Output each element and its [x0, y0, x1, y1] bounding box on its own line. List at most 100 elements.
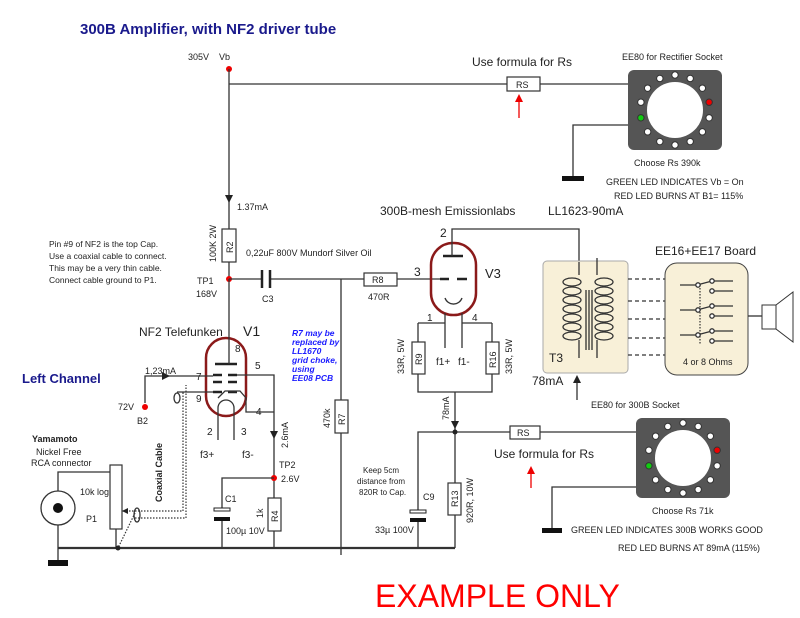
- green-led: [637, 114, 645, 122]
- red-led: [713, 446, 721, 454]
- socket-pin: [679, 489, 687, 497]
- r4-resistor: [267, 497, 282, 532]
- board-title: EE16+EE17 Board: [655, 244, 756, 258]
- pin-note: Pin #9 of NF2 is the top Cap. Use a coaxi…: [49, 239, 167, 285]
- r9-resistor: [411, 341, 426, 375]
- v3-pin-1: 1: [427, 313, 433, 324]
- r7-value: 470k: [322, 408, 332, 428]
- v1-f-plus: f3+: [200, 450, 214, 461]
- b2-testpoint: [142, 404, 148, 410]
- r16-label: R16: [488, 351, 498, 368]
- socket-pin: [698, 84, 707, 92]
- p1-potentiometer: [109, 464, 123, 530]
- r2-value: 100K 2W: [208, 224, 218, 262]
- tube-socket-red: RED LED BURNS AT 89mA (115%): [618, 543, 760, 553]
- socket-pin: [656, 137, 664, 146]
- socket-pin: [664, 485, 672, 494]
- supply-voltage: 305V: [188, 52, 209, 62]
- c9-capacitor: [410, 518, 426, 522]
- r2-current: 1.37mA: [237, 202, 268, 212]
- tube-socket-choose: Choose Rs 71k: [652, 506, 714, 516]
- r8-resistor: [363, 272, 398, 287]
- v1-type: NF2 Telefunken: [139, 325, 223, 339]
- rect-socket-red: RED LED BURNS AT B1= 115%: [614, 191, 743, 201]
- r9-label: R9: [414, 353, 424, 365]
- c1-value: 100µ 10V: [226, 526, 265, 536]
- v1-pin-8: 8: [235, 344, 241, 355]
- bottom-rs-note: Use formula for Rs: [494, 447, 594, 461]
- v3-pin-4: 4: [472, 313, 478, 324]
- socket-pin: [706, 432, 715, 440]
- r16-value: 33R, 5W: [504, 338, 514, 374]
- 300b-socket: [636, 418, 730, 498]
- socket-pin: [651, 476, 660, 484]
- v3-type: 300B-mesh Emissionlabs: [380, 204, 515, 218]
- v1-pin-4: 4: [256, 407, 262, 418]
- v1-pin-5: 5: [255, 361, 261, 372]
- red-arrow-icon: [527, 466, 535, 474]
- g2-current: 1,23mA: [145, 366, 176, 376]
- b2-label: B2: [137, 416, 148, 426]
- socket-pin: [706, 476, 715, 484]
- v1-pin-7: 7: [196, 372, 202, 383]
- t3-type: LL1623-90mA: [548, 204, 623, 218]
- v3-f-plus: f1+: [436, 357, 450, 368]
- v1-pin-2: 2: [207, 427, 213, 438]
- v3-current: 78mA: [441, 396, 451, 420]
- socket-pin: [645, 446, 653, 454]
- r7-resistor: [334, 399, 349, 434]
- v1-pin-9: 9: [196, 394, 202, 405]
- socket-pin: [698, 128, 707, 136]
- supply-name: Vb: [219, 52, 230, 62]
- socket-pin: [679, 419, 687, 427]
- r4-value: 1k: [255, 508, 265, 518]
- socket-pin: [671, 71, 679, 79]
- v1-tube: [204, 336, 248, 418]
- v1-label: V1: [243, 323, 260, 339]
- c3-label: C3: [262, 294, 274, 304]
- top-rs-note: Use formula for Rs: [472, 55, 572, 69]
- r4-label: R4: [270, 510, 280, 522]
- svg-text:using: using: [292, 364, 315, 374]
- c3-capacitor: [260, 270, 272, 288]
- socket-pin: [694, 485, 702, 494]
- r13-value: 920R, 10W: [465, 477, 475, 523]
- svg-text:Use a coaxial cable to connect: Use a coaxial cable to connect.: [49, 251, 167, 261]
- v1-current: 2.6mA: [280, 422, 290, 448]
- svg-text:820R to Cap.: 820R to Cap.: [359, 488, 406, 497]
- v1-f-minus: f3-: [242, 450, 254, 461]
- r13-label: R13: [450, 490, 460, 507]
- c9-label: C9: [423, 492, 435, 502]
- socket-pin: [671, 141, 679, 149]
- tp1-label: TP1: [197, 276, 214, 286]
- tp2-voltage: 2.6V: [281, 474, 300, 484]
- red-led: [705, 98, 713, 106]
- socket-pin: [694, 422, 702, 431]
- socket-pin: [713, 462, 721, 470]
- rect-socket-choose: Choose Rs 390k: [634, 158, 701, 168]
- r7-label: R7: [337, 413, 347, 425]
- title: 300B Amplifier, with NF2 driver tube: [80, 21, 336, 38]
- red-arrow-icon: [515, 94, 523, 102]
- svg-text:Connect cable ground to P1.: Connect cable ground to P1.: [49, 275, 157, 285]
- v3-tube: [429, 241, 478, 317]
- socket-pin: [686, 137, 694, 146]
- channel-label: Left Channel: [22, 371, 101, 386]
- ground-icon: [542, 528, 562, 533]
- ground-icon: [48, 560, 68, 566]
- v3-label: V3: [485, 266, 501, 281]
- t3-current: 78mA: [532, 374, 563, 388]
- b2-voltage: 72V: [118, 402, 134, 412]
- p1-label: P1: [86, 514, 97, 524]
- c1-label: C1: [225, 494, 237, 504]
- v3-pin-2: 2: [440, 226, 447, 240]
- socket-pin: [637, 98, 645, 106]
- p1-value: 10k log: [80, 487, 109, 497]
- tube-socket-title: EE80 for 300B Socket: [591, 400, 680, 410]
- input-line2: RCA connector: [31, 458, 92, 468]
- svg-text:R7 may be: R7 may be: [292, 328, 335, 338]
- svg-text:Pin #9 of NF2 is the top Cap.: Pin #9 of NF2 is the top Cap.: [49, 239, 158, 249]
- svg-text:grid choke,: grid choke,: [291, 355, 337, 365]
